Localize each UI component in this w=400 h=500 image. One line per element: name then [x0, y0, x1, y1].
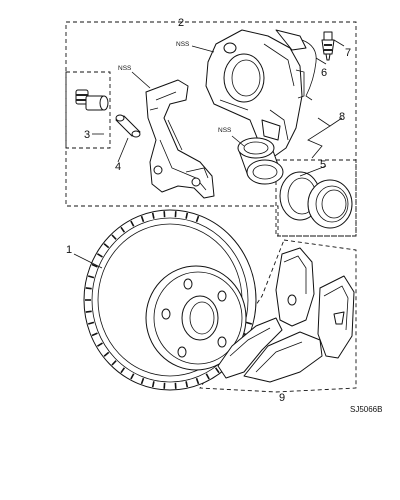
bleed-screw [321, 31, 335, 61]
vent-slot [185, 212, 189, 219]
vent-slot [151, 212, 155, 219]
vent-slot [120, 226, 126, 233]
stud-hole [217, 290, 227, 302]
side-tag-piston: NSS [218, 127, 232, 134]
vent-slot [195, 377, 200, 385]
group-3-boundary [65, 71, 111, 149]
leader-nss-caliper [191, 45, 215, 53]
vent-slot [103, 351, 110, 357]
lower-brake-pad [243, 331, 323, 383]
vent-slot [151, 381, 155, 388]
group-5-boundary [275, 159, 357, 237]
vent-slot [130, 220, 135, 227]
callout-2: 2 [178, 17, 184, 29]
stud-hole [183, 278, 193, 290]
vent-slot [85, 287, 92, 290]
caliper-piston [237, 137, 284, 185]
leader-8 [329, 117, 343, 127]
callout-9: 9 [279, 392, 285, 404]
vent-slot [245, 321, 253, 325]
guide-pin-bush [75, 89, 109, 111]
guide-pin [115, 114, 141, 138]
dust-boot [307, 179, 353, 229]
callout-8: 8 [339, 111, 345, 123]
callout-3: 3 [84, 129, 90, 141]
stud-hole [217, 336, 227, 348]
side-tag-caliper: NSS [176, 41, 190, 48]
leader-4 [117, 137, 129, 163]
pad-backing-plate [217, 317, 283, 379]
leader-5 [299, 165, 327, 177]
side-tag-carrier: NSS [118, 65, 132, 72]
vent-slot [87, 275, 95, 279]
disc-centre-bore [181, 295, 219, 341]
caliper-carrier [145, 79, 215, 199]
vent-slot [91, 332, 98, 337]
stud-hole [161, 308, 171, 320]
stud-hole [177, 346, 187, 358]
vent-slot [111, 234, 117, 240]
callout-6: 6 [321, 67, 327, 79]
inner-brake-pad [275, 247, 315, 327]
vent-slot [205, 373, 210, 380]
leader-6 [315, 57, 327, 65]
vent-slot [96, 342, 103, 347]
vent-slot [96, 253, 103, 258]
vent-slot [91, 263, 98, 268]
vent-slot [111, 360, 117, 366]
brake-disc [83, 209, 257, 391]
outer-brake-pad [317, 275, 355, 359]
vent-slot [103, 243, 110, 249]
vent-slot [140, 215, 145, 223]
leader-nss-carrier [131, 71, 151, 89]
callout-7: 7 [345, 47, 351, 59]
caliper-body [205, 29, 307, 159]
vent-slot [195, 215, 200, 223]
pad-retaining-clip [307, 117, 331, 159]
callout-1: 1 [66, 244, 72, 256]
leader-7 [333, 39, 345, 47]
vent-slot [140, 377, 145, 385]
vent-slot [185, 381, 189, 388]
vent-slot [120, 367, 126, 374]
callout-4: 4 [115, 161, 121, 173]
leader-nss-piston [231, 135, 245, 147]
vent-slot [85, 310, 92, 313]
vent-slot [130, 373, 135, 380]
seal-kit [279, 171, 353, 229]
vent-slot [214, 367, 220, 374]
leader-1 [73, 253, 103, 269]
vent-slot [87, 321, 95, 325]
callout-5: 5 [320, 159, 326, 171]
reference-code: SJ5066B [350, 405, 382, 414]
group-9-boundary [199, 239, 357, 393]
anti-rattle-spring [301, 39, 317, 101]
